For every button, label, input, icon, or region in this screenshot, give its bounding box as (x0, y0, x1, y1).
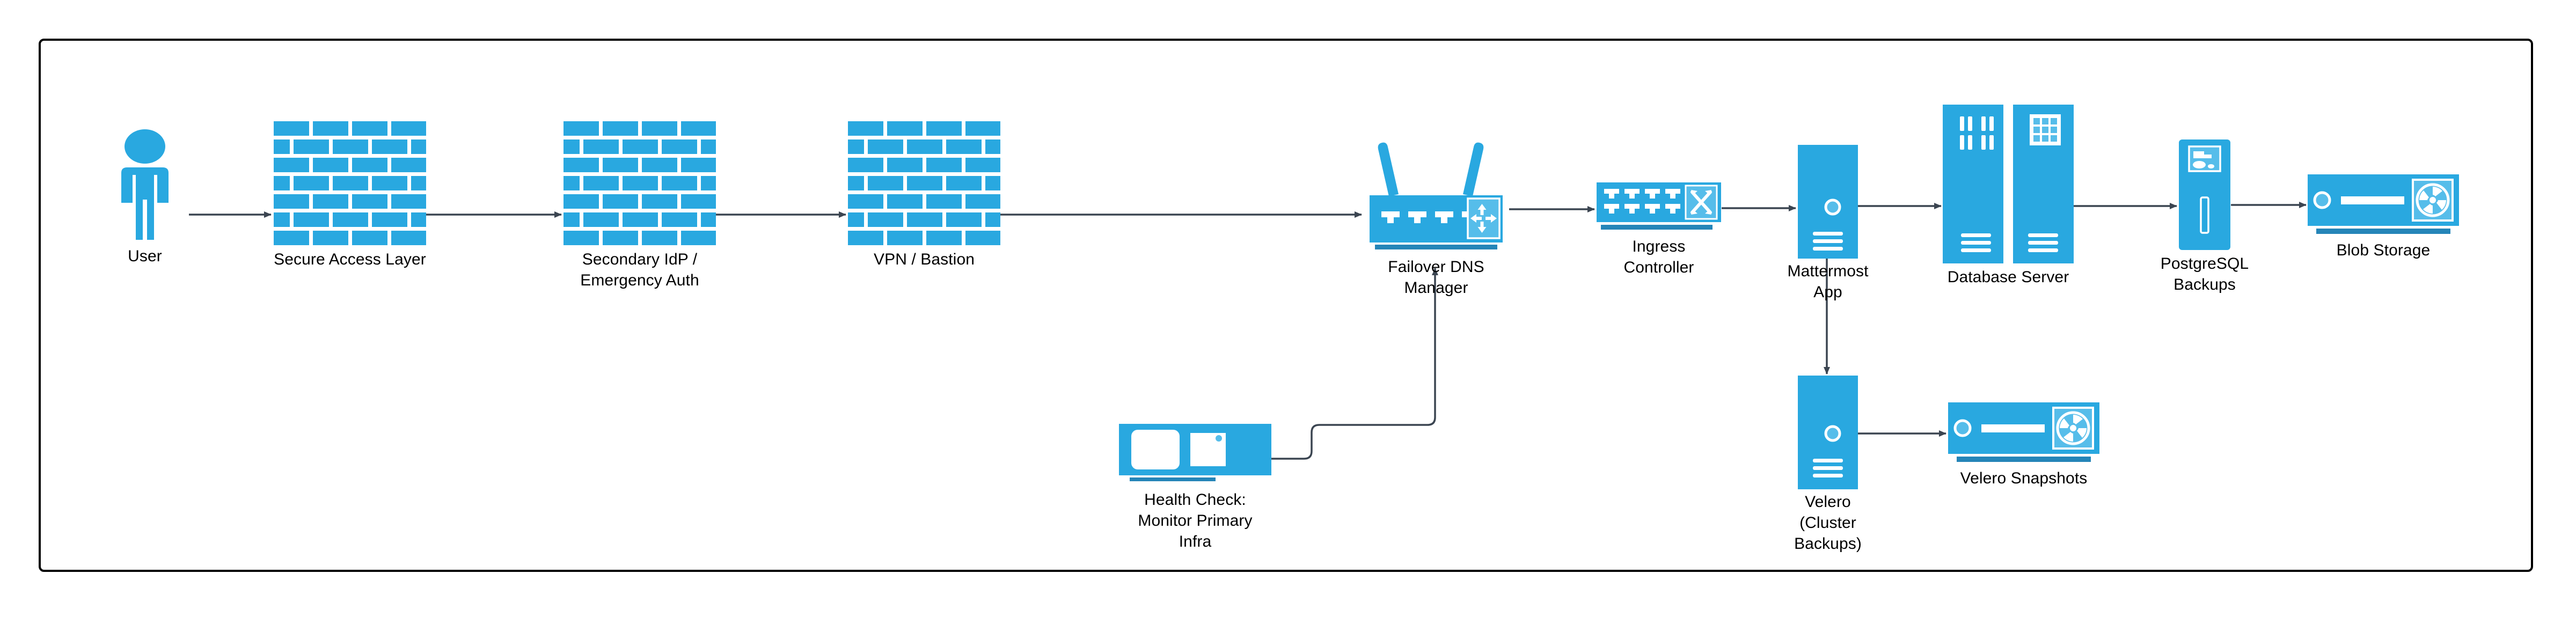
network-switch-icon (1597, 182, 1721, 232)
firewall-brick-icon (274, 121, 426, 246)
node-secondary-idp-label: Secondary IdP / Emergency Auth (580, 251, 699, 289)
diagram-boundary (39, 39, 2533, 572)
node-velero-snapshots-label: Velero Snapshots (1960, 469, 2088, 487)
node-vpn-bastion-label: VPN / Bastion (873, 251, 975, 268)
node-ingress-controller-label: Ingress Controller (1623, 238, 1694, 276)
node-vpn-bastion[interactable]: VPN / Bastion (848, 121, 1000, 268)
backup-tower-icon (2179, 139, 2230, 250)
node-velero[interactable]: Velero (Cluster Backups) (1794, 376, 1862, 553)
node-database-server-label: Database Server (1947, 268, 2069, 286)
node-postgresql-backups[interactable]: PostgreSQL Backups (2161, 139, 2249, 293)
node-mattermost-app[interactable]: Mattermost App (1787, 145, 1868, 301)
server-tower-icon (1798, 145, 1858, 259)
node-user-label: User (128, 247, 162, 265)
node-failover-dns-manager[interactable]: Failover DNS Manager (1363, 142, 1509, 297)
firewall-brick-icon (564, 121, 716, 246)
storage-array-icon (2308, 174, 2459, 238)
node-secure-access-layer-label: Secure Access Layer (274, 251, 426, 268)
node-user[interactable]: User (102, 129, 188, 265)
node-mattermost-app-label: Mattermost App (1787, 262, 1869, 301)
node-secondary-idp[interactable]: Secondary IdP / Emergency Auth (564, 121, 716, 289)
node-secure-access-layer[interactable]: Secure Access Layer (274, 121, 426, 268)
server-tower-icon (1798, 376, 1858, 489)
node-velero-label: Velero (Cluster Backups) (1794, 493, 1862, 553)
node-postgresql-backups-label: PostgreSQL Backups (2160, 255, 2249, 293)
node-blob-storage-label: Blob Storage (2336, 241, 2431, 259)
user-person-icon (102, 129, 188, 241)
node-database-server[interactable]: Database Server (1943, 105, 2074, 286)
node-velero-snapshots[interactable]: Velero Snapshots (1948, 402, 2099, 487)
database-rack-icon (1943, 105, 2074, 263)
node-health-check[interactable]: Health Check: Monitor Primary Infra (1119, 424, 1271, 550)
node-blob-storage[interactable]: Blob Storage (2308, 174, 2459, 259)
storage-array-icon (1948, 402, 2099, 466)
firewall-brick-icon (848, 121, 1000, 246)
node-failover-dns-manager-label: Failover DNS Manager (1388, 258, 1484, 297)
node-health-check-label: Health Check: Monitor Primary Infra (1138, 491, 1253, 550)
monitor-display-icon (1119, 424, 1271, 484)
node-ingress-controller[interactable]: Ingress Controller (1597, 182, 1721, 276)
wireless-router-icon (1363, 142, 1509, 250)
